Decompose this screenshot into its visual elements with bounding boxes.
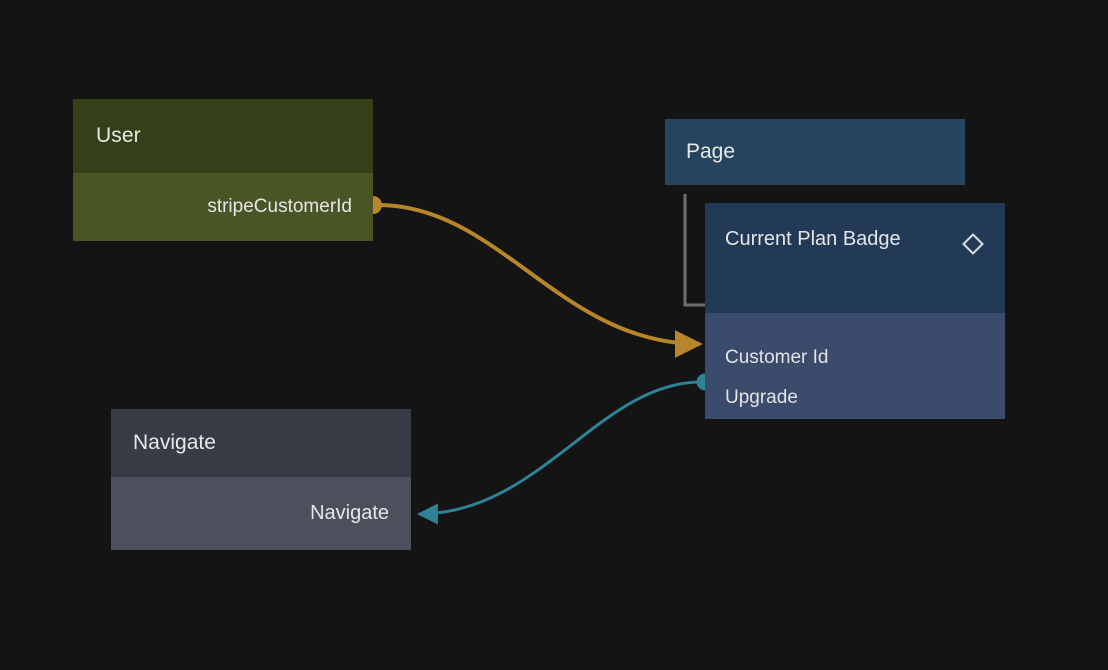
node-user-row-label: stripeCustomerId — [207, 196, 352, 217]
row-customer-id[interactable]: Customer Id — [725, 347, 829, 368]
node-current-plan-badge[interactable]: Current Plan Badge Customer Id Upgrade — [705, 203, 1005, 419]
node-navigate-title: Navigate — [133, 431, 216, 454]
node-navigate-row-label: Navigate — [310, 502, 389, 524]
node-navigate-row[interactable]: Navigate — [111, 477, 411, 550]
node-user-row-stripecustomerid[interactable]: stripeCustomerId — [73, 173, 373, 241]
node-current-plan-badge-header[interactable]: Current Plan Badge — [705, 203, 1005, 313]
node-navigate-header[interactable]: Navigate — [111, 409, 411, 477]
row-upgrade[interactable]: Upgrade — [725, 387, 798, 408]
node-page-title: Page — [686, 140, 736, 163]
edge-upgrade-to-navigate — [416, 380, 702, 525]
node-user-title: User — [96, 124, 141, 147]
node-page[interactable]: Page — [665, 119, 965, 185]
node-user-header[interactable]: User — [73, 99, 373, 173]
bracket-connector-icon — [683, 194, 706, 307]
node-navigate[interactable]: Navigate Navigate — [111, 409, 411, 550]
edge-user-to-customer-id — [377, 203, 703, 358]
node-current-plan-badge-body: Customer Id Upgrade — [705, 313, 1005, 419]
node-page-header[interactable]: Page — [665, 119, 965, 185]
node-user[interactable]: User stripeCustomerId — [73, 99, 373, 241]
node-current-plan-badge-title: Current Plan Badge — [725, 228, 901, 250]
diamond-icon — [962, 233, 984, 255]
